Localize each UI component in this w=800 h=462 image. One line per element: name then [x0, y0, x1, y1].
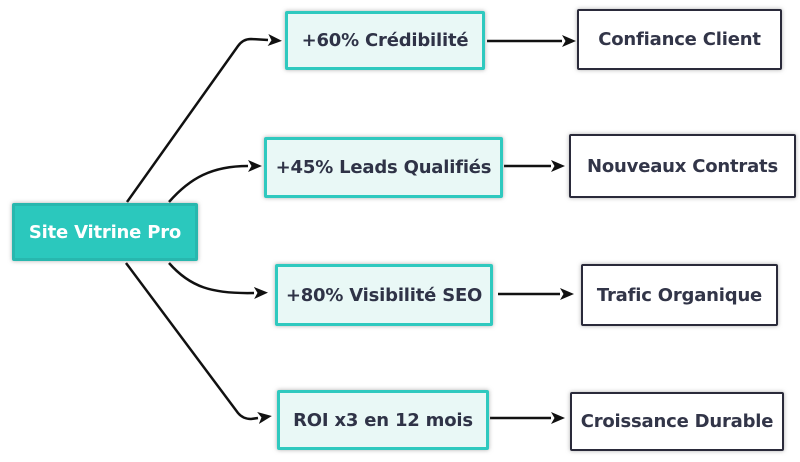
edge-source-to-leads — [168, 160, 262, 203]
edge-source-to-roi — [124, 262, 272, 424]
node-label: +80% Visibilité SEO — [285, 284, 483, 306]
node-label: Confiance Client — [598, 29, 761, 50]
node-label: +45% Leads Qualifiés — [275, 157, 492, 178]
node-source-site-vitrine-pro: Site Vitrine Pro — [12, 203, 198, 261]
node-outcome-croissance-durable: Croissance Durable — [570, 392, 784, 451]
node-metric-credibilite: +60% Crédibilité — [285, 11, 485, 70]
edge-source-to-seo — [168, 262, 268, 299]
node-label: Trafic Organique — [596, 284, 763, 306]
node-label: Nouveaux Contrats — [587, 155, 778, 177]
node-label: Site Vitrine Pro — [28, 221, 182, 243]
node-metric-roi: ROI x3 en 12 mois — [277, 390, 489, 450]
node-outcome-trafic-organique: Trafic Organique — [581, 264, 778, 326]
node-label: ROI x3 en 12 mois — [293, 409, 473, 431]
node-metric-visibilite-seo: +80% Visibilité SEO — [275, 264, 493, 326]
node-label: Croissance Durable — [580, 411, 774, 432]
node-outcome-confiance-client: Confiance Client — [577, 9, 782, 70]
node-label: +60% Crédibilité — [301, 30, 469, 51]
edge-source-to-credibilite — [125, 34, 282, 203]
node-outcome-nouveaux-contrats: Nouveaux Contrats — [569, 134, 796, 198]
node-metric-leads-qualifies: +45% Leads Qualifiés — [264, 137, 503, 198]
